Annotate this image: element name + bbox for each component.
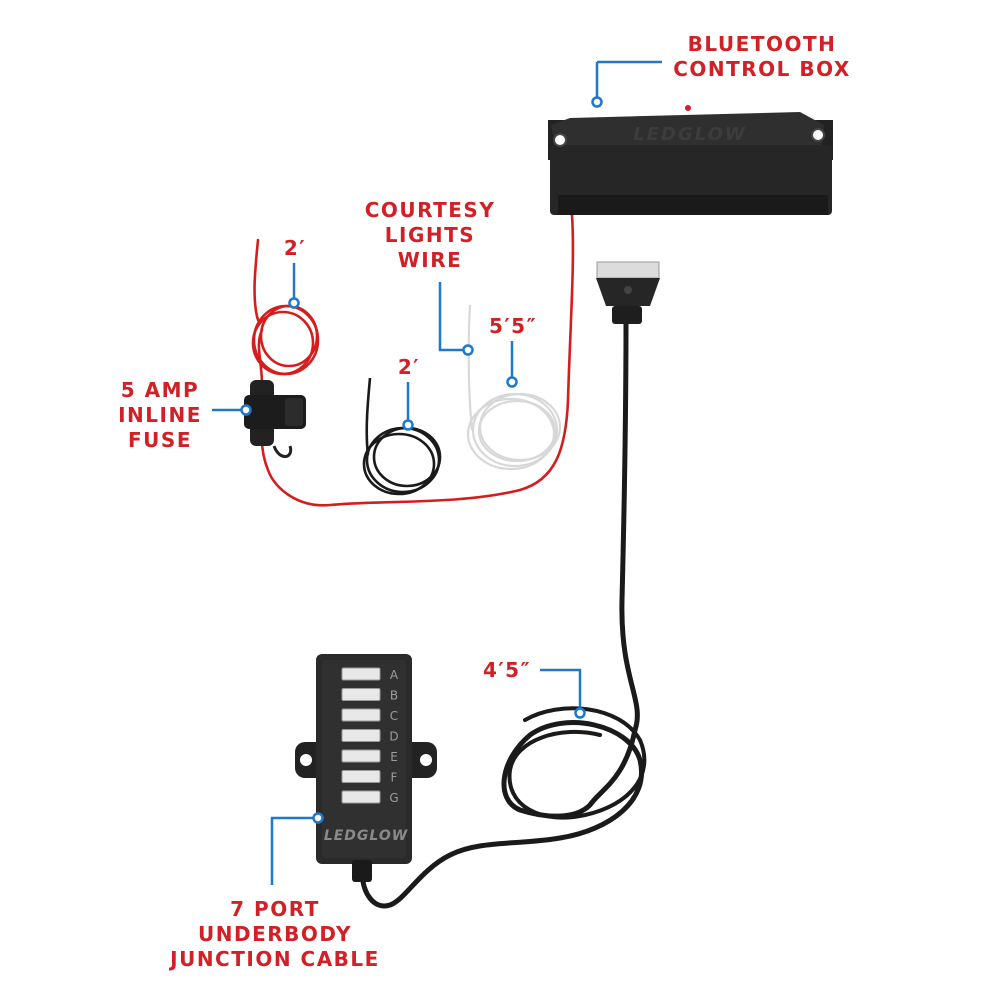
label-main-cable-length: 4′5″ (482, 658, 532, 682)
black-ground-wire (362, 377, 442, 496)
port-b (341, 688, 381, 701)
ribbon-connector-icon (596, 261, 660, 324)
callout-lines (212, 60, 662, 885)
callout-junction (270, 816, 318, 885)
port-label-f: F (391, 771, 398, 785)
label-control-box: BLUETOOTH CONTROL BOX (673, 32, 851, 81)
port-label-d: D (389, 730, 398, 744)
port-label-b: B (390, 689, 398, 703)
port-label-g: G (389, 791, 398, 805)
callout-dots (240, 96, 603, 824)
port-d (341, 729, 381, 742)
port-c (341, 708, 381, 722)
svg-text:LEDGLOW: LEDGLOW (633, 124, 746, 145)
label-black-wire-length: 2′ (397, 355, 421, 379)
port-label-a: A (390, 668, 399, 682)
label-red-wire-length: 2′ (283, 236, 307, 260)
red-power-wire (251, 213, 575, 507)
callout-courtesy (438, 282, 468, 352)
port-label-c: C (390, 709, 398, 723)
inline-fuse-holder-icon (244, 380, 306, 458)
svg-text:LEDGLOW: LEDGLOW (324, 828, 408, 844)
port-f (341, 770, 381, 783)
port-label-e: E (390, 750, 398, 764)
main-cable (359, 317, 647, 909)
callout-main-cable (540, 668, 582, 712)
port-g (341, 790, 381, 804)
port-e (341, 749, 381, 763)
label-courtesy-lights-wire: COURTESY LIGHTS WIRE (364, 198, 496, 272)
bluetooth-control-box-icon: LEDGLOW (548, 105, 833, 215)
label-white-wire-length: 5′5″ (488, 314, 538, 338)
white-courtesy-wire (466, 304, 562, 471)
label-inline-fuse: 5 AMP INLINE FUSE (118, 378, 202, 452)
label-junction-cable: 7 PORT UNDERBODY JUNCTION CABLE (170, 897, 380, 971)
port-a (341, 667, 381, 681)
